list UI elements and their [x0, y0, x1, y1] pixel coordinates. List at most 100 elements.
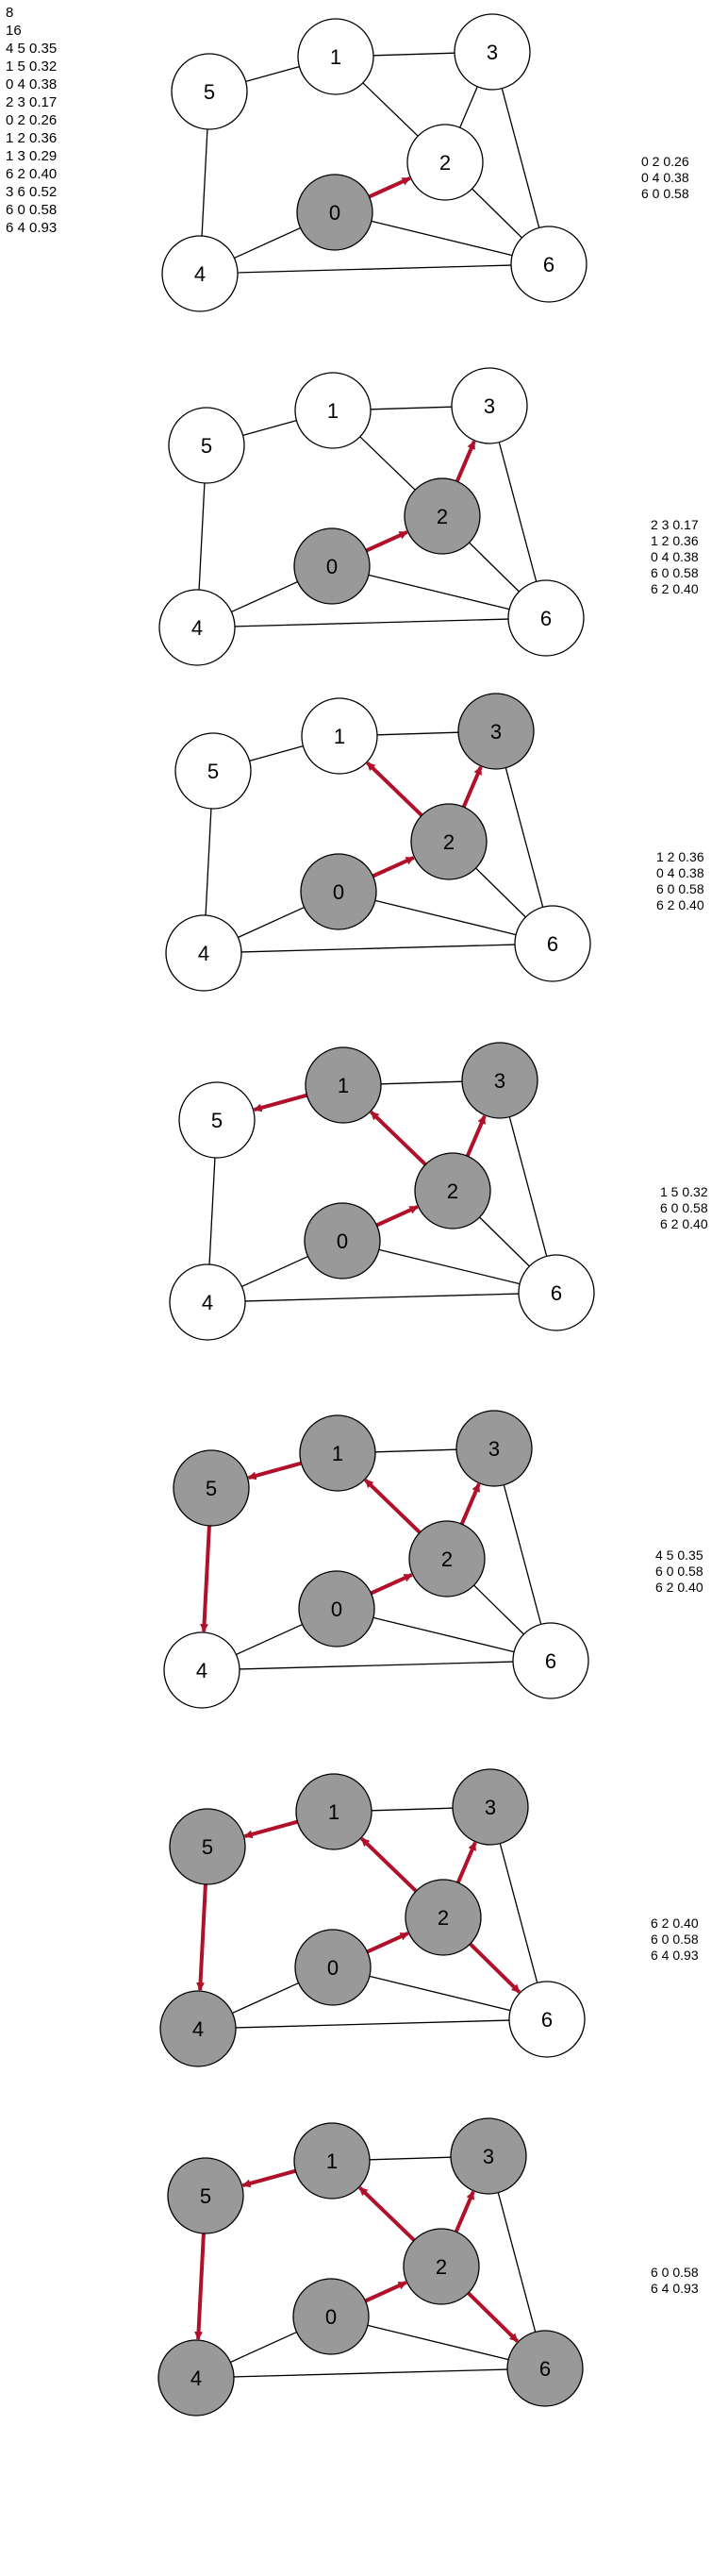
edge-6-0: [369, 1975, 511, 2012]
edge-0-4: [231, 580, 298, 613]
tree-edge-0-2: [375, 1205, 419, 1228]
tree-edge-2-1: [370, 1111, 427, 1166]
queue-entry: 0 4 0.38: [656, 865, 704, 880]
input-line: 2 3 0.17: [6, 94, 58, 110]
queue-entry: 0 4 0.38: [651, 549, 699, 564]
node-0: [293, 527, 371, 605]
tree-edge-1-5: [241, 2168, 296, 2188]
node-label-5: 5: [207, 760, 219, 783]
edge-6-2: [469, 542, 520, 593]
node-3: [461, 1042, 538, 1119]
edge-1-3: [370, 406, 453, 410]
node-2: [405, 1879, 482, 1956]
queue-entry: 6 2 0.40: [651, 581, 699, 596]
tree-edge-0-2: [365, 530, 408, 553]
node-label-1: 1: [326, 2149, 338, 2173]
node-label-6: 6: [545, 1649, 556, 1673]
node-label-0: 0: [329, 201, 340, 225]
node-6: [518, 1254, 595, 1331]
edge-6-4: [235, 2019, 510, 2029]
tree-edge-1-5: [243, 1819, 298, 1839]
node-5: [168, 407, 245, 484]
edge-1-3: [380, 1080, 463, 1085]
node-0: [292, 2278, 370, 2355]
tree-edge-0-2: [364, 2281, 407, 2303]
node-3: [455, 1410, 533, 1487]
edge-0-4: [234, 226, 301, 259]
edge-3-6: [499, 1843, 538, 1983]
tree-edge-0-2: [368, 176, 411, 199]
node-label-2: 2: [436, 2255, 447, 2279]
edge-1-3: [374, 1448, 457, 1453]
node-label-5: 5: [206, 1477, 217, 1500]
node-label-1: 1: [338, 1074, 349, 1097]
node-label-6: 6: [541, 2008, 553, 2032]
edge-0-4: [238, 906, 305, 939]
queue-entry: 6 0 0.58: [651, 1932, 699, 1947]
node-3: [450, 2117, 527, 2195]
edge-0-4: [241, 1255, 308, 1288]
edge-3-6: [501, 88, 540, 228]
queue-entry: 6 2 0.40: [655, 1580, 703, 1595]
queue-entry: 6 4 0.93: [651, 2281, 699, 2296]
queue-entry: 6 4 0.93: [651, 1948, 699, 1963]
tree-edge-2-3: [459, 1482, 481, 1526]
tree-edge-1-5: [247, 1461, 302, 1480]
tree-edge-2-3: [454, 2190, 475, 2233]
edge-1-3: [376, 731, 459, 736]
edge-0-4: [230, 2331, 297, 2364]
edge-4-5: [208, 1157, 216, 1265]
tree-edge-5-4: [200, 1525, 211, 1633]
node-4: [163, 1631, 240, 1709]
edge-1-5: [245, 66, 300, 82]
node-label-2: 2: [438, 1906, 449, 1930]
input-line: 6 2 0.40: [6, 166, 58, 182]
tree-edge-0-2: [370, 1573, 413, 1596]
node-label-3: 3: [484, 394, 495, 418]
tree-edge-2-1: [358, 2186, 416, 2242]
node-5: [173, 1449, 250, 1527]
node-label-5: 5: [200, 2184, 211, 2208]
queue-entry: 6 0 0.58: [651, 2265, 699, 2280]
node-4: [159, 1990, 237, 2067]
edge-1-3: [369, 2156, 452, 2161]
queue-entry: 6 0 0.58: [655, 1564, 703, 1579]
edge-3-6: [503, 1484, 542, 1625]
tree-edge-1-5: [253, 1093, 307, 1112]
input-line: 0 2 0.26: [6, 112, 58, 128]
node-6: [510, 226, 587, 303]
node-label-6: 6: [547, 932, 558, 956]
node-2: [408, 1520, 486, 1597]
node-label-1: 1: [328, 1800, 339, 1824]
node-label-0: 0: [325, 2305, 337, 2329]
node-label-3: 3: [485, 1796, 496, 1819]
edge-6-4: [244, 1293, 520, 1302]
node-label-4: 4: [191, 616, 203, 640]
node-label-6: 6: [539, 2357, 551, 2381]
node-0: [304, 1202, 381, 1280]
tree-edge-2-6: [469, 1942, 521, 1994]
node-label-0: 0: [337, 1229, 348, 1253]
node-6: [514, 905, 591, 982]
node-label-6: 6: [540, 607, 552, 630]
node-4: [169, 1263, 246, 1341]
node-6: [506, 2330, 584, 2407]
node-4: [165, 914, 242, 992]
node-2: [410, 803, 488, 880]
edge-3-6: [497, 2192, 537, 2333]
tree-edge-2-1: [360, 1837, 418, 1893]
node-1: [297, 18, 374, 95]
node-0: [298, 1570, 375, 1648]
node-6: [508, 1981, 586, 2058]
node-1: [305, 1046, 382, 1124]
node-3: [452, 1768, 529, 1846]
edge-6-0: [367, 2324, 509, 2361]
node-4: [161, 235, 239, 312]
